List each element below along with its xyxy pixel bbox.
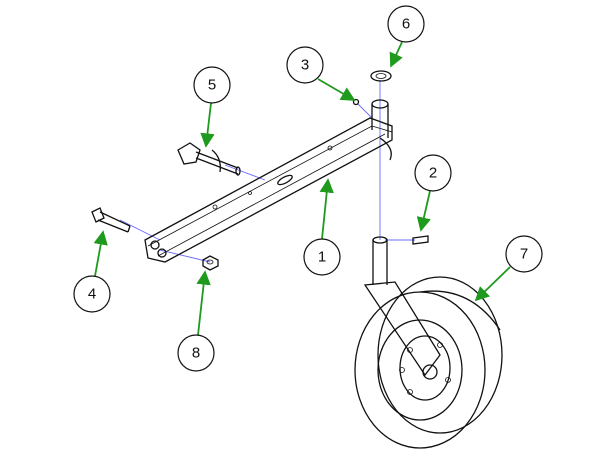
bolt-part bbox=[91, 207, 131, 233]
grease-fitting-part bbox=[352, 98, 360, 106]
washer-part bbox=[370, 70, 392, 82]
tongue-bar-part bbox=[144, 117, 393, 263]
callout-label: 8 bbox=[192, 345, 200, 362]
roll-pin-part bbox=[412, 235, 429, 245]
caster-wheel-part bbox=[354, 236, 503, 449]
callout-3: 3 bbox=[286, 46, 324, 84]
callout-label: 5 bbox=[208, 77, 216, 94]
callout-4: 4 bbox=[73, 275, 111, 313]
callout-label: 4 bbox=[88, 286, 96, 303]
callout-2: 2 bbox=[414, 154, 452, 192]
callout-label: 1 bbox=[318, 249, 326, 266]
callout-6: 6 bbox=[387, 5, 425, 43]
leader-arrows bbox=[93, 41, 511, 336]
callout-7: 7 bbox=[505, 235, 543, 273]
hitch-pin-part bbox=[177, 142, 241, 176]
pivot-post bbox=[371, 99, 392, 161]
callout-label: 3 bbox=[301, 57, 309, 74]
callout-1: 1 bbox=[303, 238, 341, 276]
callout-label: 2 bbox=[429, 165, 437, 182]
callout-5: 5 bbox=[193, 66, 231, 104]
assembly-guide-lines bbox=[119, 80, 415, 263]
callout-label: 6 bbox=[402, 16, 410, 33]
callout-8: 8 bbox=[177, 334, 215, 372]
nut-part bbox=[202, 255, 219, 271]
callout-label: 7 bbox=[520, 246, 528, 263]
